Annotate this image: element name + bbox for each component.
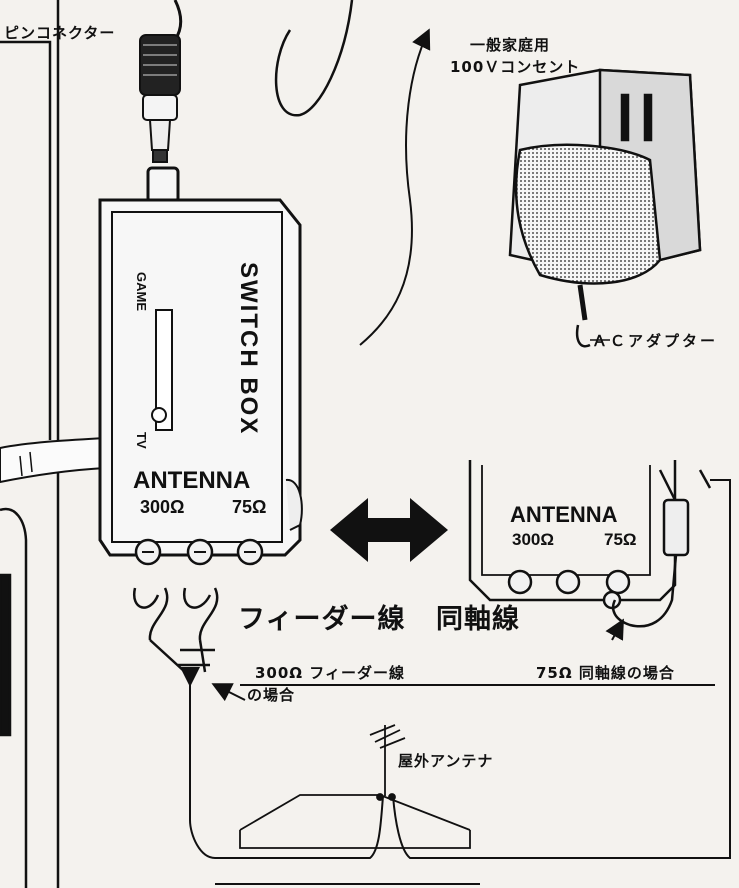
- feeder-wire-label: フィーダー線: [238, 604, 406, 635]
- outlet-label-line2: 100Ｖコンセント: [450, 58, 581, 76]
- pin-connector-label: ピンコネクター: [4, 24, 116, 42]
- switch-box-300-label: 300Ω: [140, 497, 185, 517]
- tv-label: TV: [134, 432, 149, 449]
- antenna-lines: [180, 479, 731, 885]
- double-arrow-icon: [330, 498, 448, 562]
- switch-box-body: [98, 166, 303, 557]
- feeder-case-label-2: の場合: [247, 686, 296, 704]
- outlet-label-line1: 一般家庭用: [470, 36, 551, 54]
- feeder-case-label: 300Ω フィーダー線: [255, 664, 405, 682]
- coax-wire-label: 同軸線: [436, 604, 520, 635]
- outdoor-antenna-label: 屋外アンテナ: [398, 752, 494, 770]
- pin-connector: [139, 0, 183, 163]
- switch-box-terminals: [134, 538, 264, 566]
- feeder-callout-arrow: [211, 683, 246, 702]
- feeder-wire: [132, 587, 219, 673]
- switch-box-title: SWITCH BOX: [235, 262, 262, 436]
- panel-300-label: 300Ω: [512, 530, 554, 549]
- switch-box-75-label: 75Ω: [232, 497, 267, 517]
- coax-cable: [611, 469, 712, 628]
- right-panel: [468, 460, 677, 610]
- ac-adapter: [508, 68, 702, 348]
- tv-cable: [0, 436, 106, 484]
- panel-75-label: 75Ω: [604, 530, 637, 549]
- outdoor-antenna: [239, 724, 471, 849]
- power-cord: [274, 0, 354, 117]
- coax-callout-arrow: [605, 618, 624, 641]
- panel-antenna-label: ANTENNA: [510, 502, 618, 527]
- coax-case-label: 75Ω 同軸線の場合: [536, 664, 675, 682]
- ac-adapter-label: ＡＣアダプター: [592, 332, 719, 350]
- switch-box-antenna-label: ANTENNA: [133, 467, 251, 494]
- outlet-arrow: [359, 28, 431, 346]
- game-label: GAME: [134, 272, 149, 311]
- tv-set-outline: [0, 0, 60, 888]
